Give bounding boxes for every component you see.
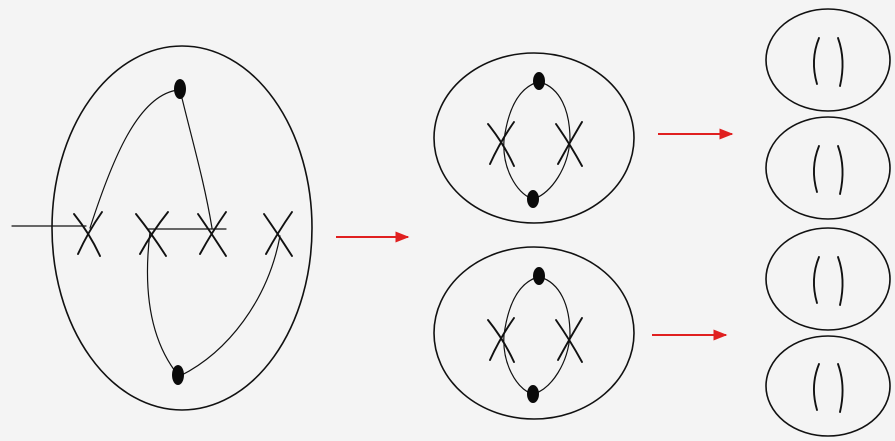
- granddaughter-cell-2: [765, 116, 891, 220]
- parent-cell: [11, 45, 313, 411]
- daughter-cell-membrane: [433, 246, 635, 420]
- daughter-cell-membrane: [433, 52, 635, 224]
- chromatid: [813, 145, 820, 193]
- spindle-pole: [533, 72, 545, 90]
- chromosome: [73, 211, 103, 257]
- chromatid: [813, 37, 820, 85]
- chromatid: [837, 145, 844, 195]
- granddaughter-cell-membrane: [765, 227, 891, 331]
- spindle-fiber: [533, 276, 571, 395]
- spindle-fiber: [503, 276, 539, 395]
- daughter-cell-top: [433, 52, 635, 224]
- spindle-fiber: [179, 235, 281, 377]
- spindle-pole: [172, 365, 184, 385]
- granddaughter-cell-membrane: [765, 335, 891, 437]
- chromosome: [197, 211, 227, 257]
- spindle-fiber: [146, 231, 179, 376]
- chromatid: [837, 363, 844, 413]
- spindle-fiber: [179, 89, 213, 229]
- granddaughter-cell-4: [765, 335, 891, 437]
- spindle-pole: [174, 79, 186, 99]
- spindle-fiber: [89, 89, 179, 229]
- granddaughter-cell-membrane: [765, 8, 891, 112]
- chromosome: [263, 211, 293, 257]
- daughter-cell-bottom: [433, 246, 635, 420]
- spindle-pole: [527, 385, 539, 403]
- chromosome: [487, 317, 515, 363]
- chromosome: [135, 211, 169, 257]
- granddaughter-cell-3: [765, 227, 891, 331]
- chromatid: [813, 363, 820, 411]
- spindle-pole: [527, 190, 539, 208]
- granddaughter-cell-1: [765, 8, 891, 112]
- chromatid: [813, 256, 820, 304]
- spindle-fiber: [533, 81, 571, 200]
- chromosome: [555, 317, 583, 363]
- granddaughter-cell-membrane: [765, 116, 891, 220]
- chromatid: [837, 37, 844, 87]
- spindle-fiber: [503, 81, 539, 200]
- chromosome: [487, 121, 515, 167]
- parent-cell-membrane: [51, 45, 313, 411]
- chromosome: [555, 121, 583, 167]
- chromatid: [837, 256, 844, 306]
- spindle-pole: [533, 267, 545, 285]
